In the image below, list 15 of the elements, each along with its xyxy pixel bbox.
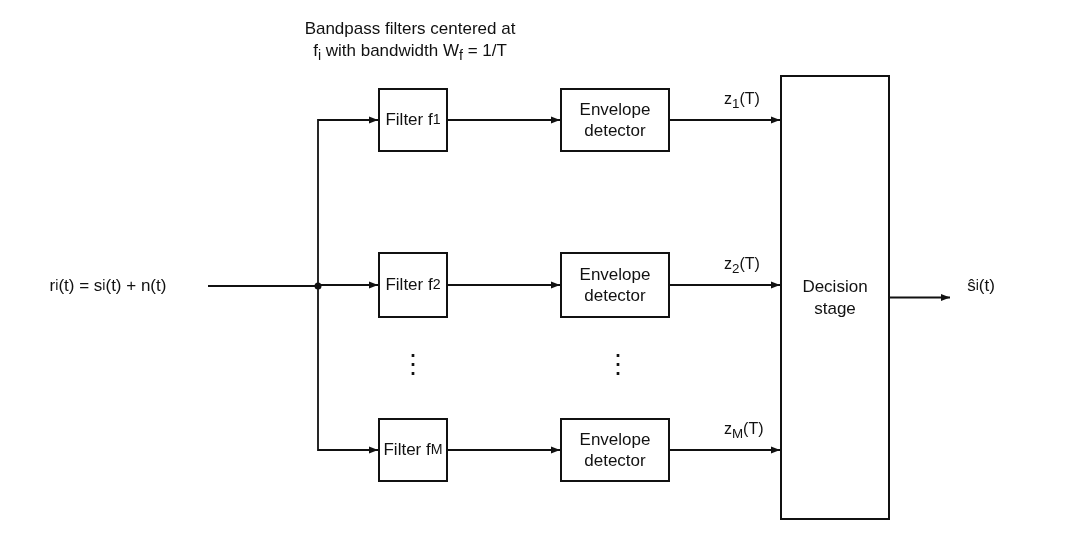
caption-text: Bandpass filters centered at f$_{i}$ with bandwidth W$_{f}$ = 1/T — [303, 18, 517, 65]
arrow — [669, 446, 781, 454]
decision-box: Decision stage — [780, 75, 890, 520]
arrow — [889, 293, 951, 302]
process-box: Envelope detector — [560, 88, 670, 152]
arrow — [669, 116, 781, 124]
arrow — [447, 281, 561, 289]
ellipsis-dots: ⋮ — [399, 348, 427, 381]
ellipsis-dots: ⋮ — [604, 348, 632, 381]
arrow — [447, 116, 561, 124]
process-box: Envelope detector — [560, 252, 670, 318]
arrow — [447, 446, 561, 454]
arrow — [207, 285, 379, 454]
process-box: Envelope detector — [560, 418, 670, 482]
arrow — [669, 281, 781, 289]
